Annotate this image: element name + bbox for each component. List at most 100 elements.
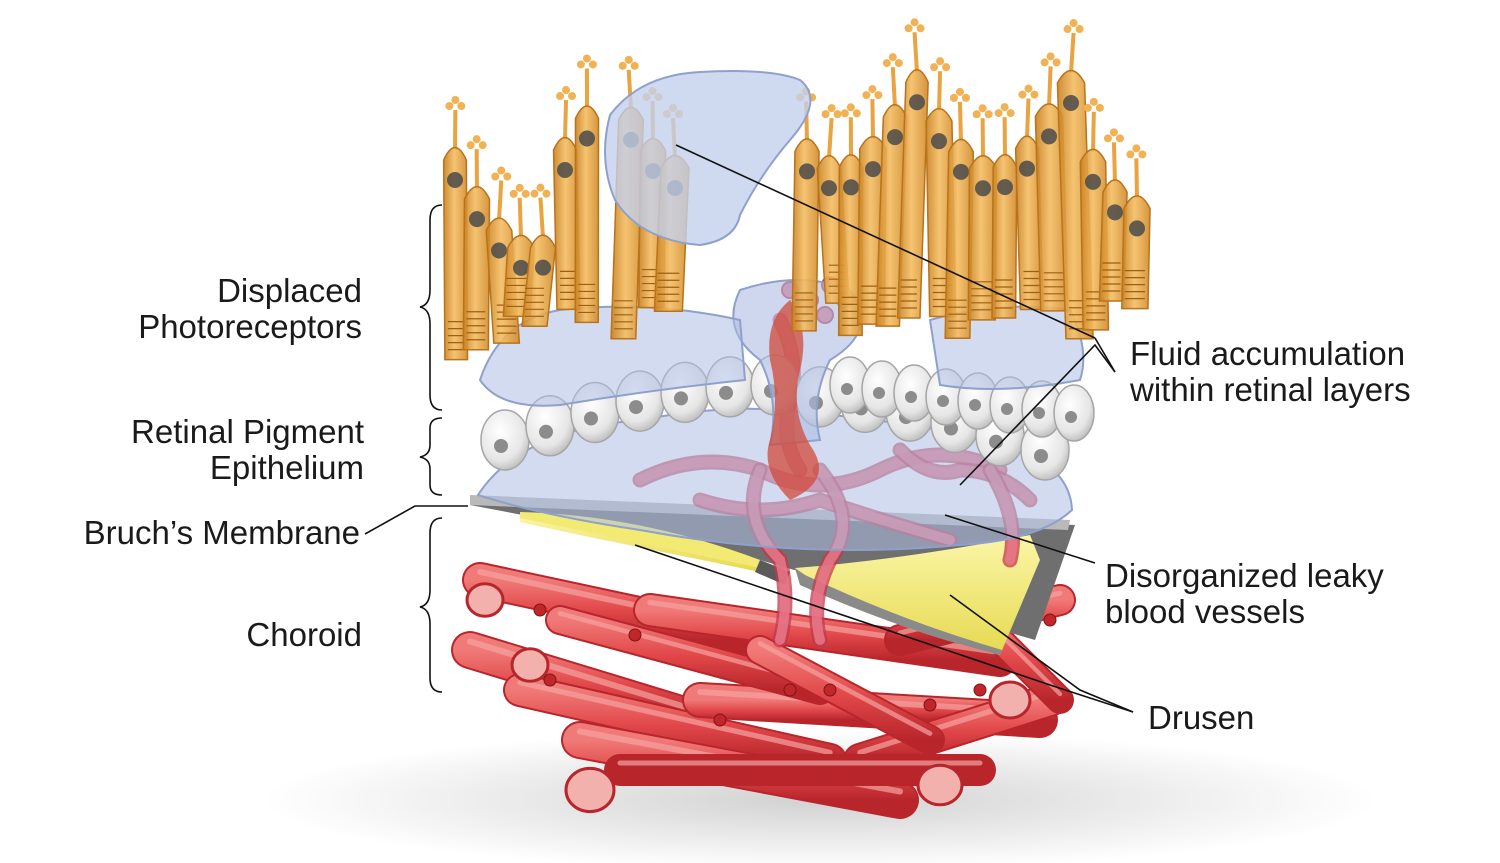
vessel-opening (510, 647, 550, 683)
photoreceptor-stalk (1134, 158, 1139, 199)
label-fluid-accumulation: Fluid accumulation within retinal layers (1130, 336, 1490, 408)
photoreceptor-synapse (630, 61, 639, 70)
brace-rpe (419, 417, 443, 496)
photoreceptor-synapse (1083, 103, 1092, 112)
photoreceptor-synapse (457, 102, 466, 110)
label-bruchs-membrane: Bruch’s Membrane (20, 515, 360, 551)
rpe-cell-nucleus (1065, 411, 1077, 423)
label-line: Disorganized leaky (1105, 557, 1384, 594)
photoreceptor-synapse (521, 189, 530, 198)
photoreceptor-synapse (888, 53, 897, 62)
photoreceptor-synapse (955, 87, 964, 96)
vessel-opening (916, 763, 964, 807)
photoreceptor-synapse (1126, 150, 1135, 159)
rpe-cell-nucleus (873, 387, 885, 399)
photoreceptor-synapse (1069, 19, 1078, 28)
label-line: Bruch’s Membrane (83, 514, 360, 551)
photoreceptor-nucleus (1129, 220, 1145, 237)
photoreceptor-synapse (882, 59, 891, 68)
photoreceptor-synapse (1046, 52, 1055, 61)
photoreceptor-synapse (1095, 103, 1104, 112)
rpe-cell-nucleus (989, 434, 1003, 449)
photoreceptor-synapse (827, 104, 836, 113)
rpe-cell-nucleus (1034, 449, 1048, 463)
photoreceptor-nucleus (821, 180, 837, 197)
label-line: Photoreceptors (138, 308, 362, 345)
photoreceptor (991, 103, 1018, 319)
photoreceptor-stalk (827, 118, 834, 159)
blood-cell (533, 603, 547, 617)
rpe-cell (480, 409, 530, 471)
photoreceptor-synapse (530, 189, 539, 198)
photoreceptor (1098, 128, 1128, 302)
label-line: Fluid accumulation (1130, 335, 1406, 372)
photoreceptor-nucleus (1041, 128, 1057, 145)
photoreceptor-stalk (538, 197, 545, 238)
photoreceptor-synapse (1052, 58, 1061, 67)
photoreceptor-synapse (568, 92, 577, 101)
photoreceptor-nucleus (557, 162, 573, 179)
rpe-cell-nucleus (937, 395, 949, 407)
photoreceptor-body (991, 153, 1018, 319)
photoreceptor-stalk (1091, 111, 1096, 152)
photoreceptor-synapse (1075, 25, 1084, 34)
photoreceptor-nucleus (469, 211, 485, 228)
photoreceptor-stalk (957, 101, 963, 142)
photoreceptor-synapse (972, 110, 981, 119)
brace-displaced (419, 204, 443, 411)
rpe-cell-nucleus (905, 391, 917, 403)
photoreceptor (896, 18, 929, 319)
blood-cell (628, 628, 642, 642)
photoreceptor-cells (442, 18, 1151, 361)
photoreceptor-synapse (1138, 150, 1147, 159)
photoreceptor-synapse (542, 189, 551, 198)
label-drusen: Drusen (1148, 700, 1348, 736)
choroid-vessel (547, 607, 833, 703)
photoreceptor-nucleus (491, 242, 507, 259)
label-line: Choroid (246, 616, 362, 653)
choroid-vessel (505, 675, 845, 775)
photoreceptor-synapse (1006, 109, 1015, 118)
photoreceptor-synapse (936, 57, 945, 66)
vessel-opening (564, 766, 616, 814)
label-line: within retinal layers (1130, 371, 1411, 408)
photoreceptor-nucleus (931, 133, 947, 150)
photoreceptor-synapse (509, 189, 518, 198)
photoreceptor-stalk (497, 180, 504, 221)
photoreceptor-nucleus (1107, 204, 1123, 221)
photoreceptor-nucleus (535, 259, 551, 276)
rpe-cell-nucleus (719, 385, 733, 400)
vessel-opening (988, 680, 1032, 720)
blood-cell (823, 683, 837, 697)
photoreceptor-synapse (868, 85, 877, 94)
photoreceptor-synapse (984, 110, 993, 119)
leak-plume (767, 300, 819, 500)
photoreceptor-nucleus (997, 179, 1013, 196)
photoreceptor-synapse (588, 60, 597, 69)
photoreceptor-synapse (576, 60, 585, 69)
photoreceptor-synapse (451, 96, 460, 104)
photoreceptor-synapse (618, 61, 627, 70)
photoreceptor-synapse (862, 91, 871, 100)
photoreceptor-synapse (497, 166, 506, 175)
label-choroid: Choroid (160, 617, 362, 653)
photoreceptor-stalk (890, 66, 897, 108)
rpe-cell-nucleus (494, 439, 508, 453)
photoreceptor-synapse (1024, 84, 1033, 93)
blood-cell (713, 713, 727, 727)
photoreceptor-synapse (916, 24, 925, 33)
fluid-pocket-top (604, 70, 812, 247)
rpe-cell-nucleus (969, 399, 981, 411)
photoreceptor-nucleus (1019, 160, 1035, 177)
photoreceptor-synapse (904, 24, 913, 33)
photoreceptor-body (791, 138, 820, 332)
photoreceptor-nucleus (1085, 173, 1101, 190)
rpe-cell-nucleus (674, 391, 688, 406)
photoreceptor-synapse (978, 104, 987, 113)
photoreceptor-stalk (517, 197, 523, 238)
blood-cell (923, 698, 937, 712)
photoreceptor-synapse (1089, 97, 1098, 106)
brace-choroid (419, 517, 443, 693)
leader-lines (364, 144, 1134, 713)
photoreceptor (944, 87, 975, 339)
